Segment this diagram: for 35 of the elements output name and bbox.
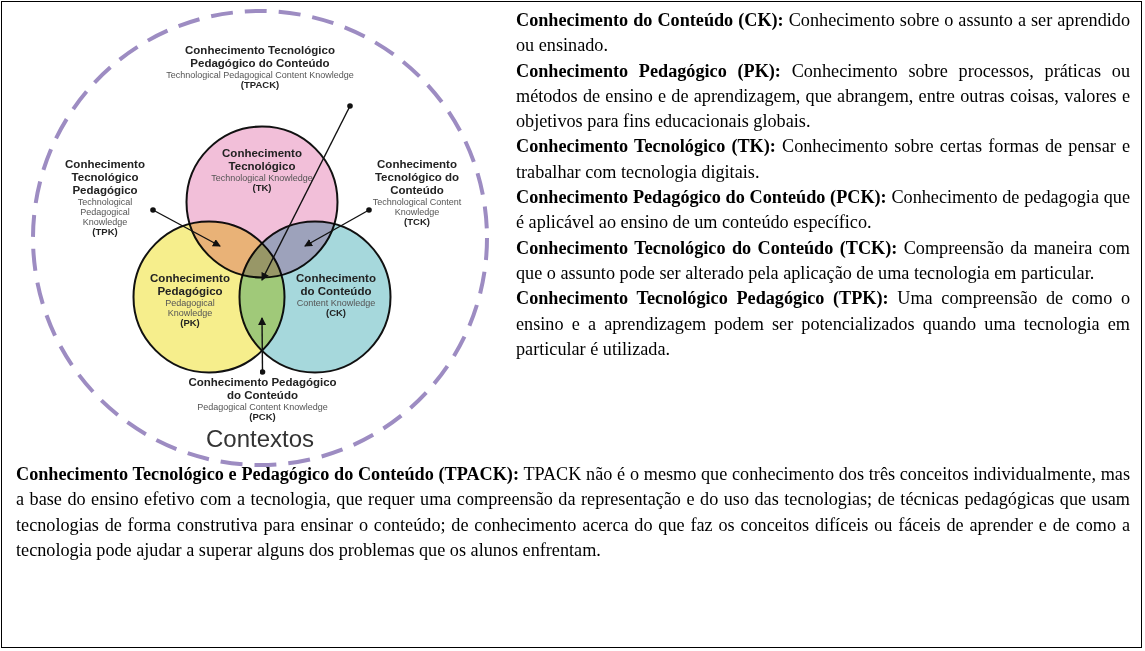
definition-paragraph: Conhecimento Tecnológico e Pedagógico do Conteúdo (TPACK): TPACK não é o mesmo que conhecimento dos três conceitos individualmente, mas a base do ensino efetivo com a tecnologia, que requer uma compreensão da representação e do uso das tecnologias; de técnicas pedagógicas que usam tecnologias de forma construtiva para ensinar o conteúdo; de conhecimento acerca do que faz os conceitos difíceis ou fáceis de aprender e de como a tecnologia pode ajudar a superar alguns dos problemas que os alunos enfrentam. <box>16 463 1130 562</box>
definition-paragraph: Conhecimento Tecnológico do Conteúdo (TCK): Compreensão da maneira com que o assunto pode ser alterado pela aplicação de uma tecnologia em particular. <box>516 236 1130 285</box>
abbreviation: (PK) <box>180 317 200 329</box>
leader-line <box>304 207 372 247</box>
definition-paragraph: Conhecimento Pedagógico (PK): Conhecimento sobre processos, práticas ou métodos de ensino e de aprendizagem, que abrangem, entre outras coisas, valores e objetivos para fins educacionais globais. <box>516 59 1130 134</box>
node-title: Conhecimento do Conteúdo <box>295 272 377 298</box>
english-subtitle: Technological Knowledge <box>210 172 314 183</box>
definition-paragraph: Conhecimento Tecnológico Pedagógico (TPK): Uma compreensão de como o ensino e a aprendizagem podem ser potencializados quando uma tecnologia em particular é utilizada. <box>516 287 1130 361</box>
abbreviation: (TPACK) <box>240 79 281 91</box>
abbreviation: (CK) <box>324 307 347 319</box>
context-circle <box>30 8 490 468</box>
node-title: Conhecimento Tecnológico <box>221 147 303 173</box>
node-title: Conhecimento Pedagógico do Conteúdo <box>187 376 338 402</box>
abbreviation: (TCK) <box>404 216 431 228</box>
context-label: Contextos <box>204 426 316 453</box>
knowledge-circle <box>238 220 392 374</box>
definition-paragraph: Conhecimento Pedagógico do Conteúdo (PCK): Conhecimento de pedagogia que é aplicável ao ensino de um conteúdo específico. <box>516 186 1130 235</box>
node-title: Conhecimento Tecnológico Pedagógico do Conteúdo <box>184 44 336 70</box>
abbreviation: (TK) <box>252 182 272 194</box>
node-title: Conhecimento Tecnológico do Conteúdo <box>373 158 461 197</box>
leader-line <box>150 207 221 247</box>
definition-paragraph: Conhecimento do Conteúdo (CK): Conhecimento sobre o assunto a ser aprendido ou ensinado. <box>516 9 1130 58</box>
english-subtitle: Technological Pedagogical Knowledge <box>76 196 134 227</box>
abbreviation: (PCK) <box>248 411 277 423</box>
leader-line <box>258 317 267 375</box>
english-subtitle: Pedagogical Knowledge <box>164 297 216 318</box>
english-subtitle: Technological Pedagogical Content Knowledge <box>165 69 355 80</box>
abbreviation: (TPK) <box>92 226 119 238</box>
english-subtitle: Technological Content Knowledge <box>372 196 462 217</box>
leader-line <box>261 103 353 281</box>
definition-paragraph: Conhecimento Tecnológico (TK): Conhecimento sobre certas formas de pensar e trabalhar com tecnologia digitais. <box>516 135 1130 184</box>
node-title: Conhecimento Pedagógico <box>149 272 231 298</box>
english-subtitle: Content Knowledge <box>295 297 377 308</box>
node-title: Conhecimento Tecnológico Pedagógico <box>64 158 146 197</box>
english-subtitle: Pedagogical Content Knowledge <box>196 401 329 412</box>
